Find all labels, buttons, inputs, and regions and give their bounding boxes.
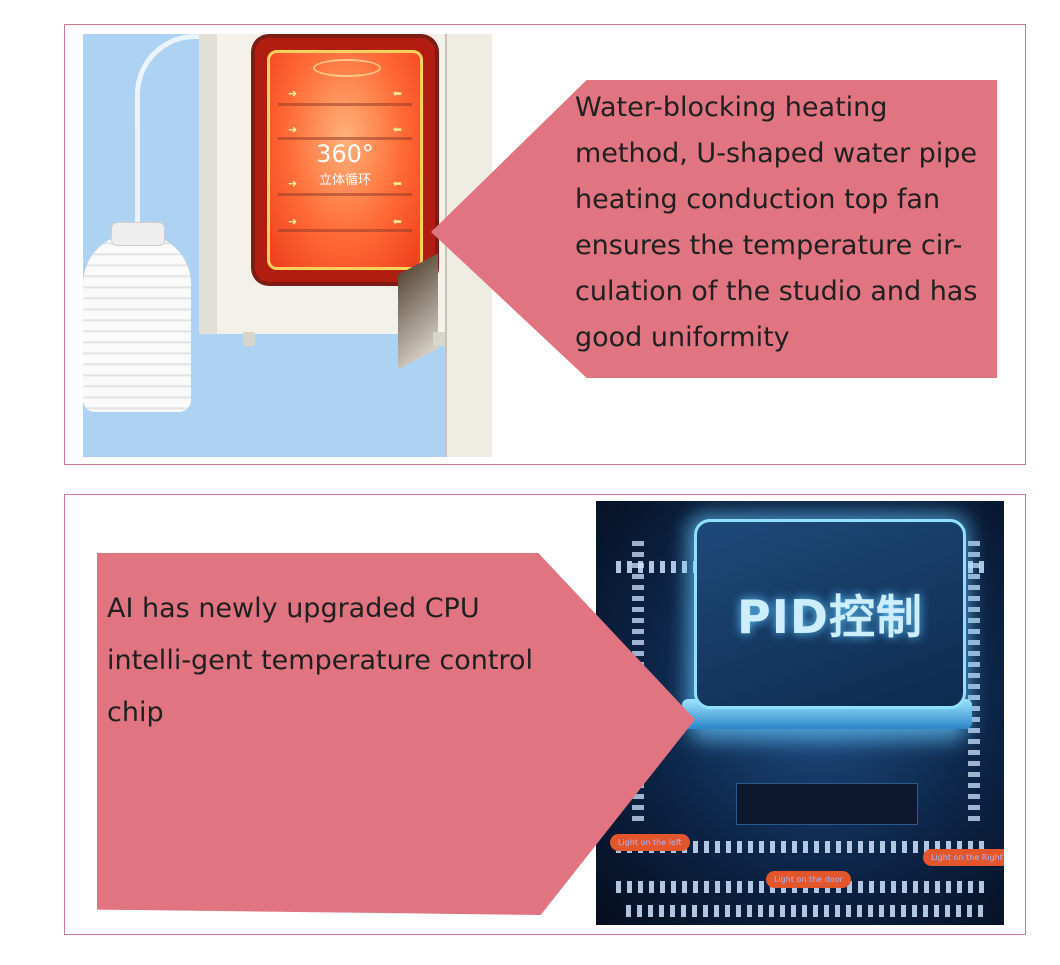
top-feature-panel: ➜ ⬅ ➜ ⬅ ➜ ⬅ ➜ ⬅ 360° 立体循环 Water-blocking… [64, 24, 1026, 465]
top-feature-description: Water-blocking heating method, U-shaped … [575, 92, 978, 353]
oven-badge-sub: 立体循环 [318, 173, 371, 188]
water-tank [83, 234, 191, 412]
oven-badge: 360° [316, 140, 374, 168]
top-fan [313, 59, 381, 77]
arrow-right-icon: ➜ [288, 123, 298, 136]
arrow-left-icon: ⬅ [392, 215, 402, 228]
arrow-left-icon: ⬅ [392, 177, 402, 190]
water-tank-cap [111, 222, 165, 246]
arrow-left-icon: ⬅ [392, 87, 402, 100]
pid-chip: PID控制 [694, 519, 966, 709]
heating-chamber: ➜ ⬅ ➜ ⬅ ➜ ⬅ ➜ ⬅ 360° 立体循环 [255, 38, 435, 282]
tag-light-left: Light on the left [610, 834, 690, 851]
door-glass [398, 253, 438, 370]
arrow-right-icon: ➜ [288, 87, 298, 100]
oven-photo: ➜ ⬅ ➜ ⬅ ➜ ⬅ ➜ ⬅ 360° 立体循环 [83, 34, 492, 457]
arrow-right-icon: ➜ [288, 177, 298, 190]
bottom-feature-panel: PID控制 Light on the left Light on the doo… [64, 494, 1026, 935]
arrow-left-icon: ⬅ [392, 123, 402, 136]
chip-label: PID控制 [736, 590, 923, 644]
bottom-feature-description: AI has newly upgraded CPU intelli-gent t… [107, 593, 533, 728]
tag-light-door: Light on the door [766, 871, 851, 888]
arrow-right-icon: ➜ [288, 215, 298, 228]
tag-light-right: Light on the Right [923, 849, 1004, 866]
